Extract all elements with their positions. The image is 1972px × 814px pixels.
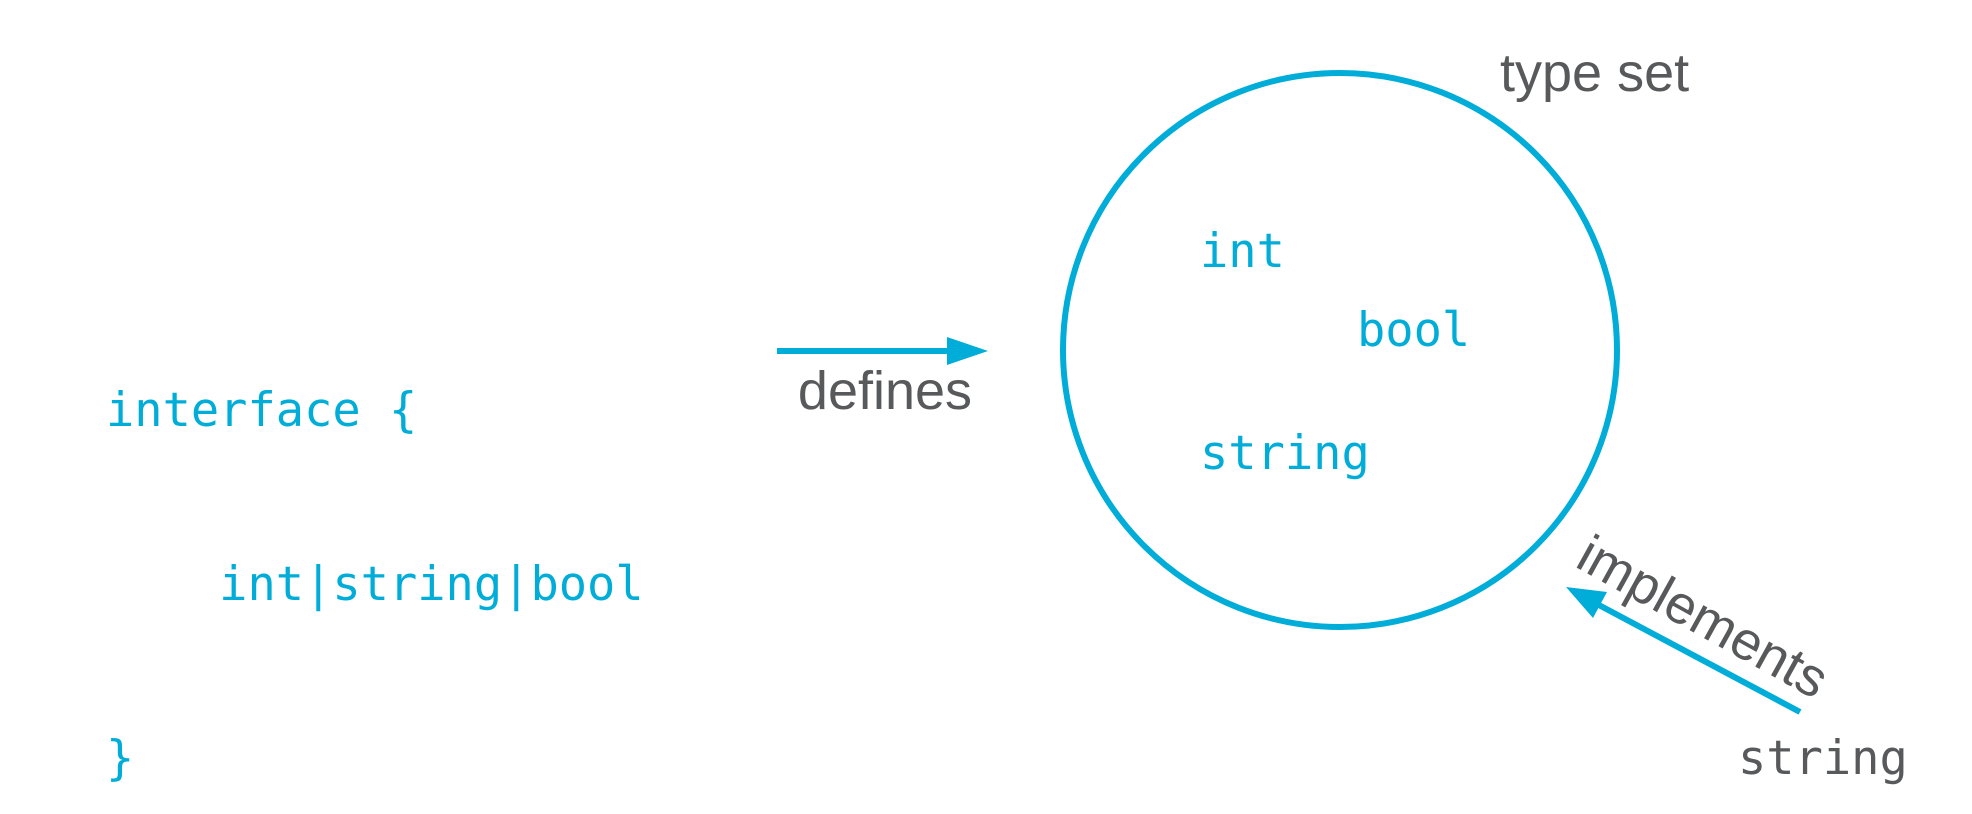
interface-code-block: interface { int|string|bool } <box>106 266 644 814</box>
code-line-2: int|string|bool <box>106 557 644 612</box>
code-line-1: interface { <box>106 383 418 438</box>
member-bool-label: bool <box>1357 303 1471 358</box>
implementer-string-label: string <box>1738 731 1908 786</box>
code-line-3: } <box>106 731 135 786</box>
implements-arrow-icon <box>1566 587 1802 715</box>
type-set-circle <box>1060 70 1620 630</box>
type-set-label: type set <box>1500 43 1690 103</box>
defines-arrow-icon <box>777 337 988 365</box>
member-string-label: string <box>1200 426 1370 481</box>
defines-label: defines <box>797 361 973 421</box>
member-int-label: int <box>1200 224 1285 279</box>
